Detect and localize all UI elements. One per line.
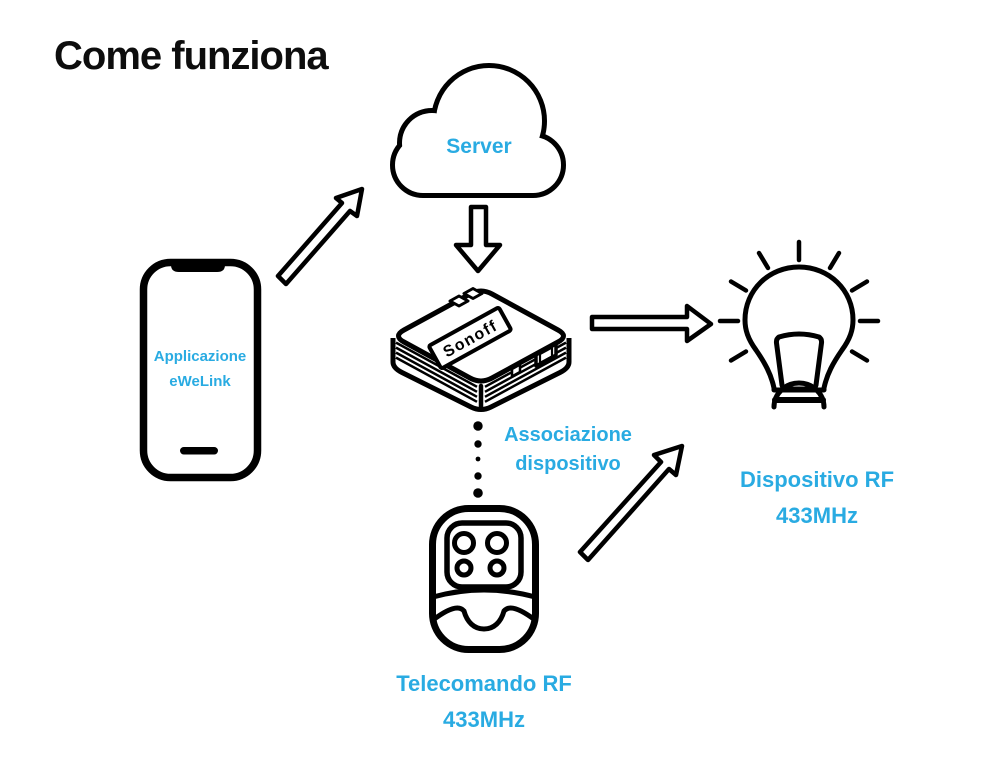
phone-app-label: Applicazione eWeLink [154,345,247,394]
server-label: Server [446,135,512,158]
dotted-line-icon [473,421,483,498]
arrow-down-icon [453,204,503,274]
phone-app-label-line1: Applicazione [153,348,247,365]
rf-device-label-line2: 433MHz [776,503,858,528]
pairing-label-line2: dispositivo [515,452,621,475]
arrow-up-right-icon [275,186,365,287]
phone-home-bar [180,447,218,455]
arrow-up-right-icon [577,443,685,563]
rf-bridge-icon: Sonoff [390,287,572,412]
light-bulb-icon [717,239,881,410]
rf-remote-label-line1: Telecomando RF [396,671,572,696]
rf-remote-label: Telecomando RF 433MHz [396,666,572,737]
bulb-rays [717,239,881,363]
remote-control-icon [429,505,539,653]
page-title: Come funziona [54,34,329,78]
phone-app-label-line2: eWeLink [169,372,231,390]
phone-notch [171,261,225,272]
cloud-icon [390,63,566,198]
arrow-right-icon [589,303,714,344]
smartphone-icon [139,258,262,482]
led-indicators [448,287,484,308]
remote-buttons [452,531,509,578]
rf-device-label-line1: Dispositivo RF [739,467,895,492]
pairing-label-line1: Associazione [504,424,632,446]
rf-device-label: Dispositivo RF 433MHz [740,462,894,534]
rf-remote-label-line2: 433MHz [443,706,525,732]
pairing-label: Associazione dispositivo [504,421,632,478]
